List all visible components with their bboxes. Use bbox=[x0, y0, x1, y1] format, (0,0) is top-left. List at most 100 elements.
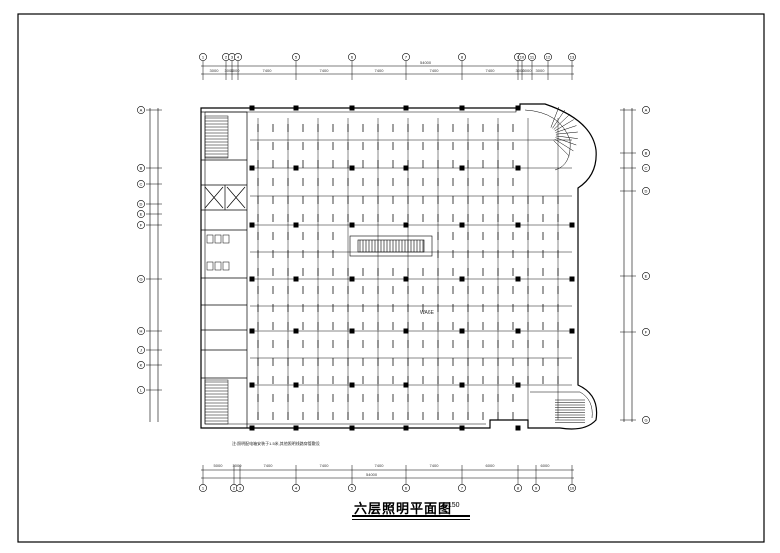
svg-text:A: A bbox=[645, 107, 648, 112]
column bbox=[459, 425, 465, 431]
left-dimension-chain bbox=[149, 108, 159, 422]
dimension-label: 7400 bbox=[486, 68, 496, 73]
column bbox=[515, 328, 521, 334]
column bbox=[349, 165, 355, 171]
axis-bubble-bottom: 4 bbox=[292, 484, 300, 492]
stair-top-right bbox=[524, 106, 578, 171]
axis-bubble-top: 6 bbox=[348, 53, 356, 61]
svg-text:D: D bbox=[140, 201, 143, 206]
column bbox=[249, 425, 255, 431]
axis-bubble-left: D bbox=[137, 200, 145, 208]
axis-bubble-right: A bbox=[642, 106, 650, 114]
svg-text:10: 10 bbox=[570, 485, 575, 490]
title-underline-thin bbox=[352, 519, 470, 520]
svg-text:C: C bbox=[645, 165, 648, 170]
left-service-core bbox=[200, 111, 248, 429]
axis-bubble-right: F bbox=[642, 328, 650, 336]
axis-bubble-bottom: 7 bbox=[458, 484, 466, 492]
axis-bubble-right: E bbox=[642, 272, 650, 280]
column bbox=[349, 222, 355, 228]
svg-text:D: D bbox=[645, 188, 648, 193]
building-outline bbox=[200, 103, 598, 430]
svg-text:12: 12 bbox=[546, 54, 551, 59]
axis-bubble-left: A bbox=[137, 106, 145, 114]
svg-text:10: 10 bbox=[520, 54, 525, 59]
dimension-label: 6000 bbox=[486, 463, 496, 468]
stair-top-left bbox=[204, 115, 229, 159]
svg-text:6: 6 bbox=[405, 485, 408, 490]
dimension-label: 7400 bbox=[430, 68, 440, 73]
axis-bubble-left: J bbox=[137, 346, 145, 354]
axis-bubble-right: C bbox=[642, 164, 650, 172]
column bbox=[349, 425, 355, 431]
axis-bubble-top: 12 bbox=[544, 53, 552, 61]
column bbox=[515, 276, 521, 282]
column bbox=[569, 222, 575, 228]
dimension-label: 3000 bbox=[523, 68, 533, 73]
axis-bubble-right: D bbox=[642, 187, 650, 195]
toilet-fixtures bbox=[206, 234, 230, 271]
plan-note: 注:照明配电箱安装于1.5米,其他照明线路穿管敷设 bbox=[232, 441, 320, 446]
svg-text:3: 3 bbox=[231, 54, 234, 59]
svg-text:L: L bbox=[140, 387, 143, 392]
axis-bubble-bottom: 6 bbox=[402, 484, 410, 492]
column bbox=[249, 165, 255, 171]
right-dimension-chain bbox=[623, 108, 633, 422]
column bbox=[293, 425, 299, 431]
axis-bubble-top: 7 bbox=[402, 53, 410, 61]
lighting-circuits bbox=[250, 118, 572, 420]
column bbox=[403, 105, 409, 111]
column bbox=[293, 105, 299, 111]
bottom-total-dimension: 54000 bbox=[366, 472, 378, 477]
svg-text:7: 7 bbox=[405, 54, 408, 59]
dimension-label: 7400 bbox=[375, 463, 385, 468]
axis-bubble-bottom: 10 bbox=[568, 484, 576, 492]
dimension-label: 7400 bbox=[375, 68, 385, 73]
axis-bubble-top: 8 bbox=[458, 53, 466, 61]
column bbox=[403, 425, 409, 431]
axis-bubble-left: G bbox=[137, 275, 145, 283]
axis-bubble-top: 2 bbox=[222, 53, 230, 61]
svg-text:J: J bbox=[140, 347, 142, 352]
title-underline bbox=[352, 515, 470, 517]
dimension-label: 5000 bbox=[214, 463, 224, 468]
dimension-label: 7400 bbox=[320, 68, 330, 73]
svg-text:F: F bbox=[645, 329, 648, 334]
axis-bubble-bottom: 9 bbox=[532, 484, 540, 492]
structural-columns bbox=[249, 105, 575, 431]
dimension-label: 3000 bbox=[233, 463, 243, 468]
column bbox=[249, 105, 255, 111]
bottom-dimension-chain bbox=[201, 469, 574, 479]
column bbox=[249, 328, 255, 334]
column bbox=[293, 276, 299, 282]
axis-bubble-top: 13 bbox=[568, 53, 576, 61]
svg-text:13: 13 bbox=[570, 54, 575, 59]
svg-text:K: K bbox=[140, 362, 143, 367]
top-dimension-chain bbox=[201, 65, 574, 75]
column bbox=[459, 222, 465, 228]
svg-text:5: 5 bbox=[295, 54, 298, 59]
column bbox=[293, 222, 299, 228]
column bbox=[349, 105, 355, 111]
column bbox=[403, 222, 409, 228]
column bbox=[403, 165, 409, 171]
title-block: 六层照明平面图 1:150 bbox=[300, 494, 520, 524]
svg-text:H: H bbox=[140, 328, 143, 333]
axis-bubble-bottom: 5 bbox=[348, 484, 356, 492]
svg-text:4: 4 bbox=[295, 485, 298, 490]
column bbox=[459, 382, 465, 388]
svg-text:1: 1 bbox=[202, 485, 205, 490]
dimension-label: 3000 bbox=[231, 68, 241, 73]
svg-text:11: 11 bbox=[530, 54, 535, 59]
axis-bubble-top: 1 bbox=[199, 53, 207, 61]
escalator bbox=[349, 235, 433, 257]
svg-text:G: G bbox=[644, 417, 647, 422]
column bbox=[515, 222, 521, 228]
column bbox=[459, 276, 465, 282]
stair-bottom-left bbox=[204, 379, 229, 425]
svg-text:F: F bbox=[140, 222, 143, 227]
column bbox=[349, 382, 355, 388]
axis-bubble-top: 10 bbox=[518, 53, 526, 61]
